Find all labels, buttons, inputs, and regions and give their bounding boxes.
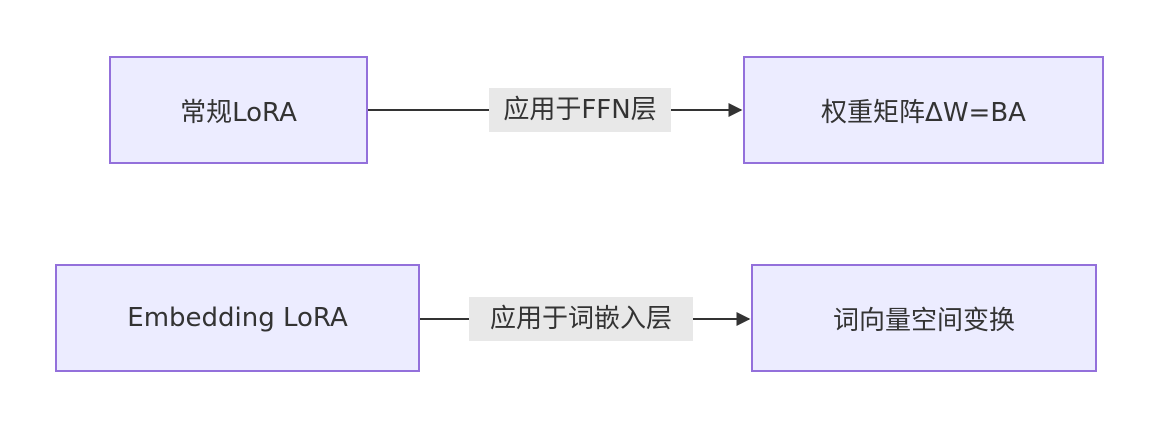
node-label: Embedding LoRA	[127, 303, 348, 333]
node-label: 词向量空间变换	[832, 305, 1015, 336]
node-weight-matrix: 权重矩阵ΔW=BA	[743, 56, 1104, 164]
node-embedding-transform: 词向量空间变换	[751, 264, 1097, 372]
node-label: 权重矩阵ΔW=BA	[821, 97, 1026, 128]
node-label: 常规LoRA	[180, 97, 297, 128]
edge-label-embedding: 应用于词嵌入层	[469, 297, 693, 341]
node-standard-lora: 常规LoRA	[109, 56, 368, 164]
edge-label-text: 应用于词嵌入层	[489, 304, 672, 334]
edge-label-text: 应用于FFN层	[503, 95, 657, 125]
node-embedding-lora: Embedding LoRA	[55, 264, 420, 372]
edge-label-ffn: 应用于FFN层	[489, 88, 671, 132]
